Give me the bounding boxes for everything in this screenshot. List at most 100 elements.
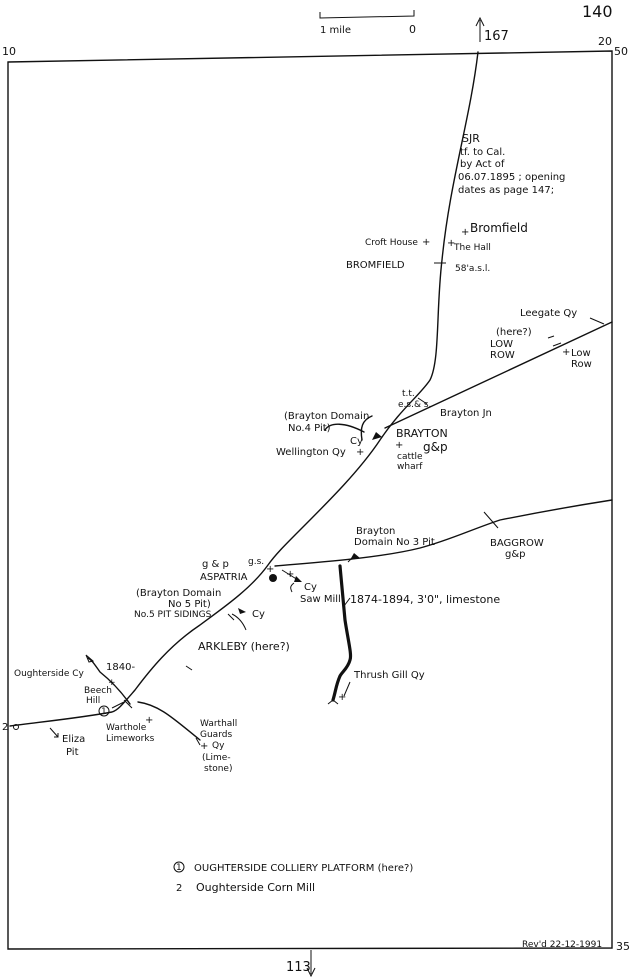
warthole-tick — [123, 699, 133, 709]
scale-bar-zero: 0 — [409, 23, 416, 36]
marker-1-circle — [98, 705, 110, 717]
limestone-arrow — [343, 597, 351, 607]
railway-thrush-gill-narrow-gauge — [331, 564, 353, 702]
scale-bar: 1 mile 0 — [319, 10, 416, 36]
label-warthole-2: Limeworks — [106, 734, 155, 744]
label-brayton-gp: g&p — [423, 440, 448, 454]
legend: 1 OUGHTERSIDE COLLIERY PLATFORM (here?) … — [173, 861, 413, 894]
south-continuation-page: 113 — [286, 960, 311, 975]
label-year-1840: 1840- — [106, 662, 135, 673]
grid-top-right-x: 20 — [598, 35, 612, 48]
legend-marker-1: 1 — [176, 863, 182, 873]
svg-text:SJR: SJR — [462, 132, 480, 145]
label-warthole-1: Warthole — [106, 723, 147, 733]
svg-text:+: + — [108, 678, 116, 688]
label-no5-sidings: No.5 PIT SIDINGS — [134, 610, 212, 620]
label-aspatria-gp: g & p — [202, 559, 229, 570]
label-eliza-1: Eliza — [62, 734, 85, 745]
low-row-station-tick — [552, 342, 562, 347]
label-croft-house: Croft House — [365, 238, 418, 248]
label-low-row-village-1: Low — [571, 348, 591, 359]
label-tt: t.t. — [402, 389, 415, 399]
north-continuation-page: 167 — [484, 29, 509, 44]
label-beech-2: Hill — [86, 696, 100, 706]
label-arkleby: ARKLEBY (here?) — [198, 640, 290, 653]
svg-text:+: + — [200, 741, 208, 752]
label-cattle-2: wharf — [397, 462, 423, 472]
legend-label-2: Oughterside Corn Mill — [196, 881, 315, 894]
grid-top-right-y: 50 — [614, 45, 628, 58]
grid-top-left: 10 — [2, 45, 16, 58]
legend-marker-2: 2 — [176, 883, 182, 894]
label-leegate-qy: Leegate Qy — [520, 308, 577, 319]
label-low-row-here: (here?) — [496, 327, 532, 338]
label-baggrow: BAGGROW — [490, 538, 544, 549]
page-number: 140 — [582, 2, 613, 21]
revision-date: Rev'd 22-12-1991 — [522, 940, 602, 950]
railway-baggrow-branch — [274, 499, 613, 567]
label-brayton-domain-3-1: Brayton — [356, 526, 395, 537]
label-cy-brayton: Cy — [350, 436, 363, 447]
label-oughterside-cy: Oughterside Cy — [14, 669, 85, 679]
svg-text:+: + — [395, 440, 403, 451]
label-brayton-domain-5-1: (Brayton Domain — [136, 588, 221, 599]
label-bromfield-station: BROMFIELD — [346, 260, 405, 271]
railway-oughterside-siding — [87, 657, 131, 705]
label-warthall-4: (Lime- — [202, 753, 231, 763]
label-brayton-domain-4-1: (Brayton Domain — [284, 411, 369, 422]
label-the-hall: The Hall — [453, 243, 491, 253]
label-bromfield-village: Bromfield — [470, 221, 528, 235]
svg-text:+: + — [338, 692, 346, 703]
map-frame — [7, 50, 613, 950]
label-beech-1: Beech — [84, 686, 112, 696]
label-bromfield-height: 58'a.s.l. — [455, 264, 490, 274]
svg-text:tf. to Cal.: tf. to Cal. — [460, 147, 505, 158]
label-brayton-domain-5-2: No 5 Pit) — [168, 599, 211, 610]
label-low-row-station-2: ROW — [490, 350, 515, 361]
label-cy-no5: Cy — [252, 609, 265, 620]
aspatria-station-dot — [269, 574, 277, 582]
svg-text:06.07.1895 ; opening: 06.07.1895 ; opening — [458, 172, 565, 183]
label-brayton-domain-3-2: Domain No 3 Pit — [354, 537, 435, 548]
svg-text:+: + — [266, 564, 274, 575]
baggrow-station-tick — [483, 511, 499, 529]
label-warthall-5: stone) — [204, 764, 232, 774]
label-aspatria-gs: g.s. — [248, 557, 264, 567]
label-warthall-3: Qy — [212, 741, 225, 751]
label-saw-mill: Saw Mill — [300, 594, 341, 605]
label-low-row-village-2: Row — [571, 359, 592, 370]
svg-text:+: + — [356, 447, 364, 458]
svg-text:+: + — [286, 569, 294, 580]
legend-label-1: OUGHTERSIDE COLLIERY PLATFORM (here?) — [194, 863, 413, 874]
arkleby-tick — [185, 665, 193, 671]
railway-warthall-branch — [137, 701, 201, 741]
railway-low-row-line — [384, 321, 613, 429]
label-warthall-1: Warthall — [200, 719, 237, 729]
grid-bottom-right-y: 35 — [616, 940, 630, 953]
svg-text:+: + — [461, 227, 469, 238]
marker-2: 2 — [2, 722, 8, 733]
label-brayton: BRAYTON — [396, 427, 448, 440]
label-brayton-domain-4-2: No.4 Pit) — [288, 423, 331, 434]
svg-text:+: + — [562, 347, 570, 358]
svg-text:+: + — [422, 237, 430, 248]
svg-text:dates as page 147;: dates as page 147; — [458, 185, 554, 196]
label-wellington-qy: Wellington Qy — [276, 447, 346, 458]
thrush-gill-arrow — [343, 681, 351, 697]
south-continuation: 113 — [286, 950, 316, 978]
label-es: e.s.& s. — [398, 400, 431, 410]
label-thrush-gill: Thrush Gill Qy — [353, 670, 425, 681]
svg-text:+: + — [145, 715, 153, 726]
label-brayton-jn: Brayton Jn — [440, 408, 492, 419]
low-row-here-arrow — [547, 335, 555, 339]
label-cy-aspatria: Cy — [304, 582, 317, 593]
label-eliza-2: Pit — [66, 747, 79, 758]
label-low-row-station-1: LOW — [490, 339, 513, 350]
pit-triangle-no4 — [372, 432, 382, 440]
railway-sjr-main — [9, 51, 479, 727]
label-cattle-1: cattle — [397, 452, 423, 462]
svg-text:+: + — [447, 238, 455, 249]
leegate-arrow — [589, 317, 605, 325]
label-limestone-line: 1874-1894, 3'0", limestone — [350, 593, 500, 606]
